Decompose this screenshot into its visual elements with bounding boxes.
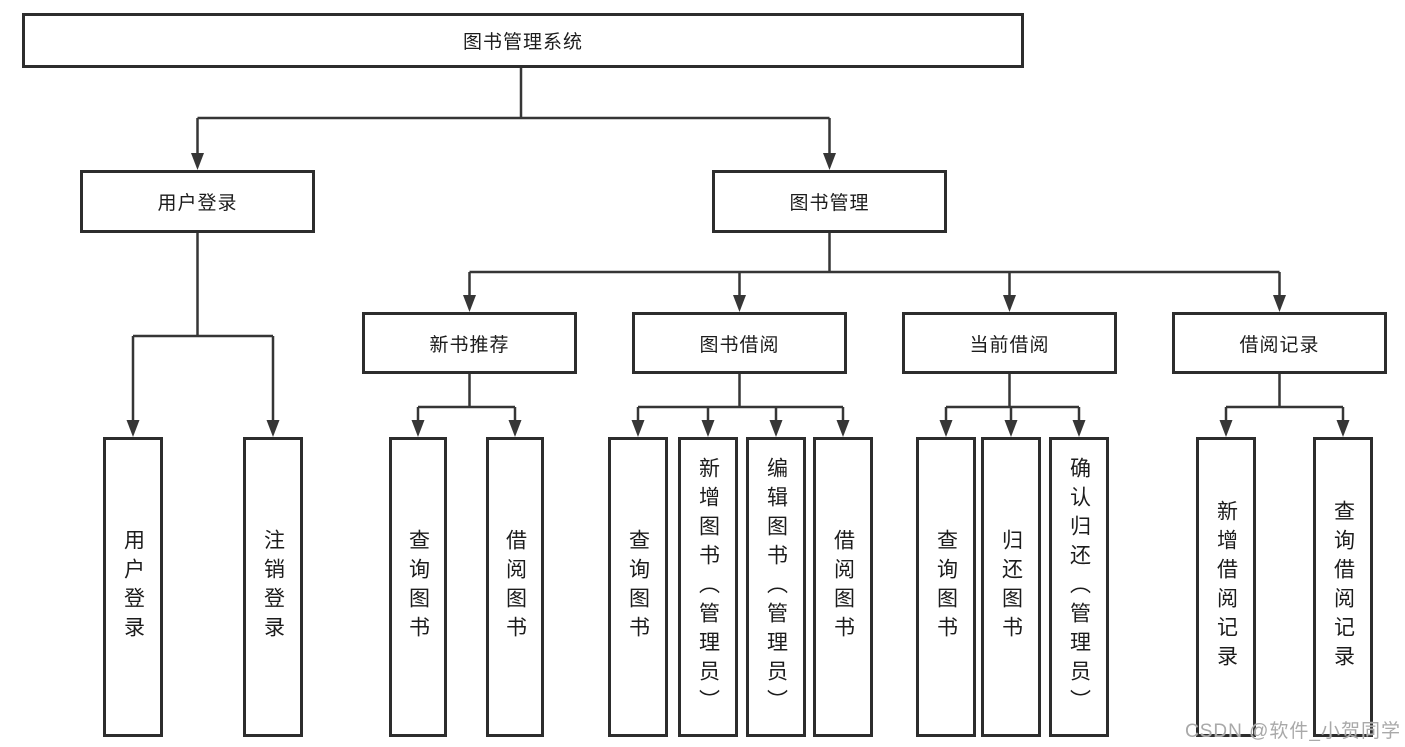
connector-borrow-records-to-leaves [1224, 374, 1345, 421]
node-label: 确认归还（管理员） [1067, 456, 1091, 718]
arrowheads-current-borrow-leaves [939, 420, 1086, 437]
node-library-management-system: 图书管理系统 [22, 13, 1024, 68]
node-book-borrow: 图书借阅 [632, 312, 847, 374]
node-label: 图书管理 [789, 193, 870, 214]
node-label: 用户登录 [121, 529, 145, 645]
node-new-book-recommend: 新书推荐 [362, 312, 577, 374]
arrowheads-book-borrow-leaves [631, 420, 850, 437]
node-label: 注销登录 [261, 529, 285, 645]
connector-current-borrow-to-leaves [944, 374, 1081, 421]
node-label: 当前借阅 [969, 334, 1050, 356]
node-label: 新书推荐 [429, 334, 510, 356]
connector-book-mgmt-to-level3 [468, 233, 1281, 296]
leaf-add-books-admin: 新增图书（管理员） [678, 437, 738, 737]
connector-new-book-to-leaves [416, 374, 517, 421]
node-label: 借阅图书 [831, 529, 855, 645]
connector-user-login-to-leaves [131, 233, 275, 421]
arrowheads-level2 [191, 153, 836, 170]
node-label: 图书借阅 [699, 334, 780, 356]
connector-book-borrow-to-leaves [636, 374, 845, 421]
leaf-user-login: 用户登录 [103, 437, 163, 737]
leaf-query-borrow-record: 查询借阅记录 [1313, 437, 1373, 737]
node-label: 查询图书 [406, 529, 430, 645]
leaf-query-books-borrow: 查询图书 [608, 437, 668, 737]
leaf-return-books: 归还图书 [981, 437, 1041, 737]
node-borrow-records: 借阅记录 [1172, 312, 1387, 374]
leaf-confirm-return-admin: 确认归还（管理员） [1049, 437, 1109, 737]
leaf-borrow-books-recommend: 借阅图书 [486, 437, 544, 737]
node-label: 新增图书（管理员） [696, 456, 720, 718]
node-label: 借阅记录 [1239, 334, 1320, 356]
leaf-edit-books-admin: 编辑图书（管理员） [746, 437, 806, 737]
arrowheads-borrow-records-leaves [1219, 420, 1350, 437]
node-label: 图书管理系统 [462, 32, 583, 53]
node-label: 查询图书 [626, 529, 650, 645]
leaf-query-books-current: 查询图书 [916, 437, 976, 737]
node-label: 查询图书 [934, 529, 958, 645]
node-user-login: 用户登录 [80, 170, 315, 233]
arrowheads-level3 [463, 295, 1286, 312]
node-current-borrow: 当前借阅 [902, 312, 1117, 374]
node-label: 编辑图书（管理员） [764, 456, 788, 718]
leaf-add-borrow-record: 新增借阅记录 [1196, 437, 1256, 737]
node-label: 借阅图书 [503, 529, 527, 645]
leaf-query-books-recommend: 查询图书 [389, 437, 447, 737]
leaf-logout: 注销登录 [243, 437, 303, 737]
csdn-watermark: CSDN @软件_小贺同学 [1185, 721, 1401, 742]
arrowheads-new-book-leaves [411, 420, 522, 437]
node-label: 归还图书 [999, 529, 1023, 645]
arrowheads-user-login-leaves [126, 420, 280, 437]
node-label: 用户登录 [157, 193, 238, 214]
node-label: 新增借阅记录 [1214, 500, 1238, 674]
node-book-management: 图书管理 [712, 170, 947, 233]
leaf-borrow-books: 借阅图书 [813, 437, 873, 737]
node-label: 查询借阅记录 [1331, 500, 1355, 674]
connector-root-to-level2 [196, 68, 831, 154]
